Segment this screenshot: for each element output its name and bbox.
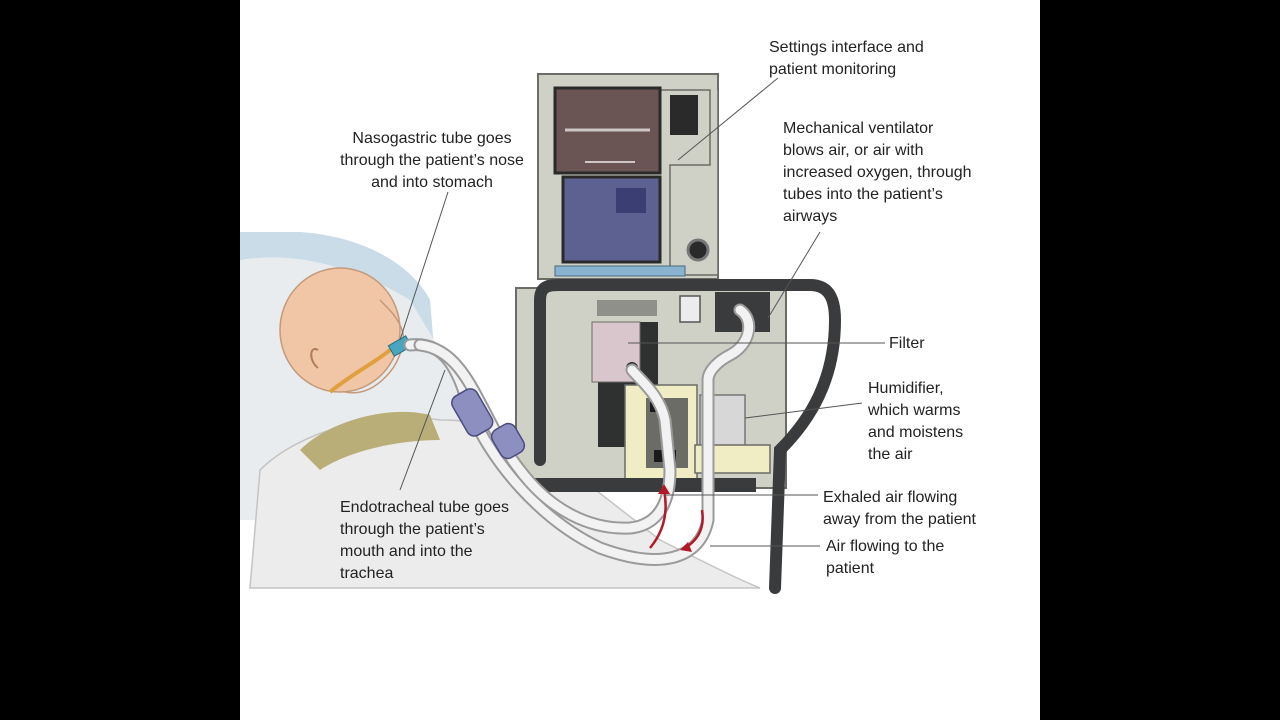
- diagram-frame: Settings interface and patient monitorin…: [240, 0, 1040, 720]
- monitor-knob: [686, 238, 710, 262]
- monitor-button-strip: [554, 265, 686, 277]
- patient-ear: [310, 348, 319, 369]
- label-settings-interface: Settings interface and patient monitorin…: [769, 39, 924, 78]
- ventilator-illustration: [240, 73, 885, 594]
- ventilator-slot: [597, 300, 657, 316]
- ventilator-port-box: [679, 295, 701, 323]
- monitor-side-panel: [660, 89, 719, 276]
- monitor-screen-inset: [616, 188, 646, 213]
- label-mechanical-ventilator: Mechanical ventilator blows air, or air …: [783, 120, 972, 225]
- ventilator-cart-base: [516, 478, 756, 492]
- y-connector: [451, 388, 494, 437]
- ventilator-frame: [534, 279, 842, 594]
- monitor-vent-slots: [670, 95, 698, 135]
- label-air-to-patient: Air flowing to the patient: [826, 538, 945, 577]
- patient-head: [279, 267, 401, 393]
- leader-settings: [677, 77, 779, 161]
- leader-humidifier: [744, 402, 863, 419]
- label-exhaled-air: Exhaled air flowing away from the patien…: [823, 489, 976, 528]
- leader-endotracheal: [399, 369, 446, 491]
- exhaled-flow-arrow: [649, 489, 667, 549]
- leader-nasogastric: [399, 191, 449, 341]
- label-endotracheal-tube: Endotracheal tube goes through the patie…: [340, 499, 510, 582]
- gown: [300, 411, 440, 470]
- label-filter: Filter: [889, 335, 925, 352]
- leader-ventilator: [767, 231, 821, 319]
- label-nasogastric-tube: Nasogastric tube goes through the patien…: [340, 130, 524, 191]
- label-humidifier: Humidifier, which warms and moistens the…: [868, 380, 964, 463]
